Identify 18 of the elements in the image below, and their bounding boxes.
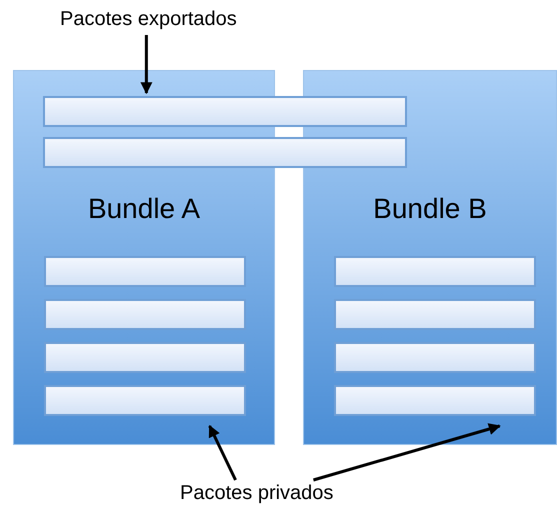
package-bar — [334, 256, 536, 287]
package-bar — [44, 299, 246, 330]
package-bar — [44, 385, 246, 416]
arrow — [208, 424, 237, 481]
callout-label: Pacotes exportados — [60, 8, 237, 31]
bundle-title: Bundle A — [86, 193, 202, 225]
package-bar — [43, 137, 407, 168]
package-bar — [334, 342, 536, 373]
package-bar — [334, 385, 536, 416]
callout-label: Pacotes privados — [180, 482, 334, 505]
package-bar — [43, 96, 407, 127]
bundle-title: Bundle B — [372, 193, 488, 225]
package-bar — [334, 299, 536, 330]
arrow — [140, 35, 152, 94]
bundle-panel — [303, 70, 557, 445]
arrow — [313, 423, 501, 482]
package-bar — [44, 256, 246, 287]
package-bar — [44, 342, 246, 373]
